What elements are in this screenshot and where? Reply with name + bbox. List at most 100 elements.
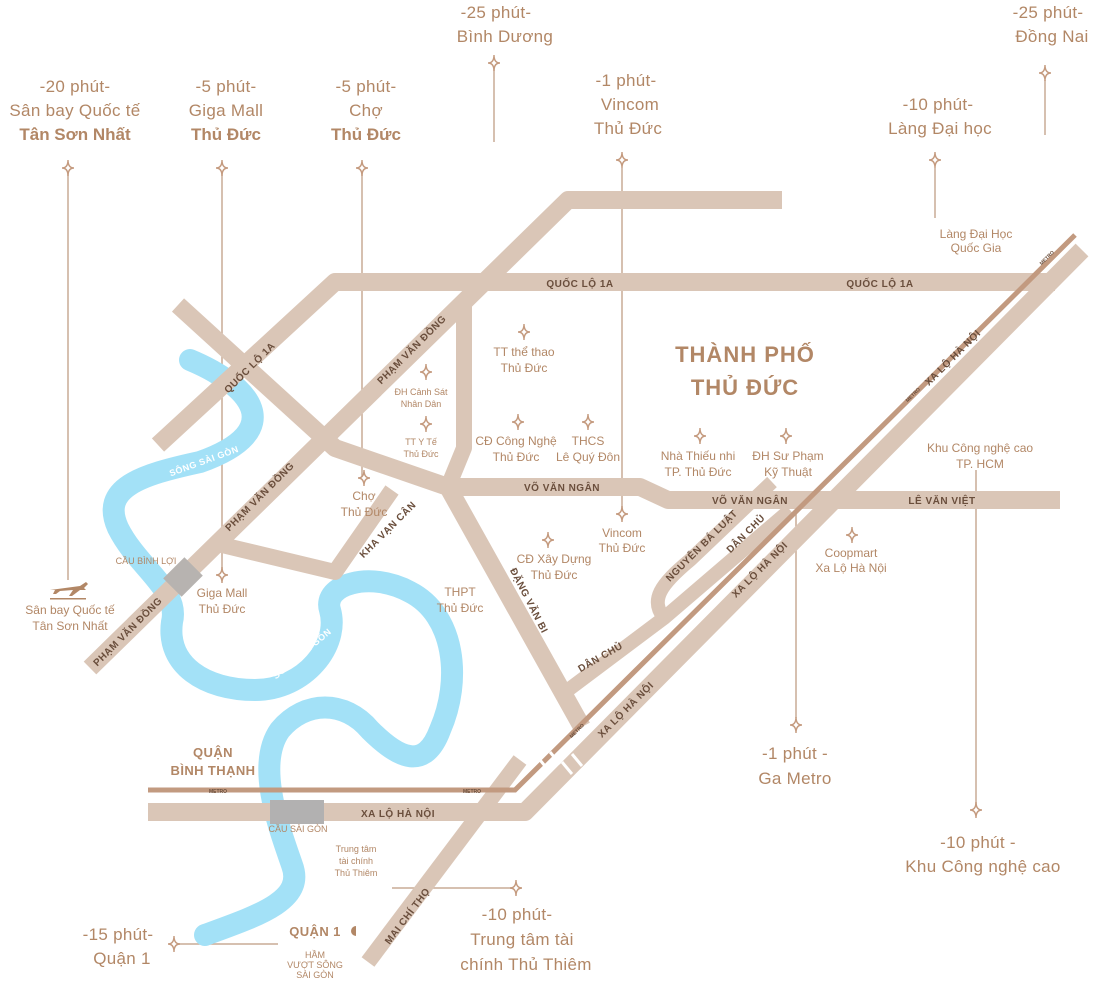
roads [83,191,1089,967]
callout-thu-thiem-2: Trung tâm tài [470,930,573,949]
label-cau-binh-loi: CẦU BÌNH LỢI [116,556,177,566]
callout-khu-cnc-2: Khu Công nghệ cao [905,857,1060,876]
diamond-marker-icon-giga-mall-bottom [215,566,229,584]
diamond-marker-icon-quan-1 [167,935,181,953]
callout-cho-1: -5 phút- [336,77,397,96]
road-kha-van-can-south [220,485,399,580]
callout-ga-metro-1: -1 phút - [762,744,828,763]
diamond-marker-icon-giga-mall-top [215,159,229,177]
label-xlhn-1: XA LỘ HÀ NỘI [361,807,435,820]
diamond-markers [61,54,1052,953]
diamond-marker-icon-cd-cong-nghe [511,413,525,431]
poi-nha-thieu-nhi-2: TP. Thủ Đức [665,465,732,479]
diamond-marker-icon-dong-nai [1038,64,1052,82]
diamond-marker-icon-cd-xay-dung [541,531,555,549]
poi-tt-y-te-1: TT Y Tế [405,437,437,447]
diamond-marker-icon-vincom-bottom [615,505,629,523]
poi-tt-the-thao-2: Thủ Đức [501,361,548,375]
bridges [163,557,324,824]
label-le-van-viet: LÊ VĂN VIỆT [908,494,975,507]
cau-sai-gon-bridge [270,800,324,824]
callout-giga-mall-1: -5 phút- [196,77,257,96]
points-of-interest: TT thể thao Thủ Đức ĐH Cảnh Sát Nhân Dân… [25,227,1033,878]
poi-coopmart-2: Xa Lộ Hà Nội [815,561,886,575]
label-xlhn-2: XA LỘ HÀ NỘI [595,679,656,740]
callout-binh-duong-1: -25 phút- [461,3,532,22]
poi-cd-cong-nghe-2: Thủ Đức [493,450,540,464]
label-quan-binh-thanh-2: BÌNH THẠNH [171,763,256,778]
callout-lang-dh-2: Làng Đại học [888,119,992,138]
callout-dong-nai-2: Đồng Nai [1015,27,1088,46]
callout-san-bay-3: Tân Sơn Nhất [19,125,131,144]
poi-san-bay-2: Tân Sơn Nhất [32,619,108,633]
road-xa-lo-ha-noi-branch [361,755,527,967]
diamond-marker-icon-thu-thiem [509,879,523,897]
poi-thpt-2: Thủ Đức [437,601,484,615]
poi-tt-y-te-2: Thủ Đức [403,449,439,459]
poi-giga-mall-1: Giga Mall [197,586,248,600]
road-nguyen-ba-luat [650,476,777,623]
callout-quan-1-2: Quận 1 [93,949,151,968]
diamond-marker-icon-dh-canh-sat [419,363,433,381]
callout-san-bay-2: Sân bay Quốc tế [9,101,140,120]
quan-1-marker-icon [351,926,356,936]
airplane-icon [50,582,88,600]
poi-tt-the-thao-1: TT thể thao [493,345,554,359]
poi-cd-xay-dung-1: CĐ Xây Dựng [517,552,592,566]
callouts: -20 phút- Sân bay Quốc tế Tân Sơn Nhất -… [9,3,1088,974]
poi-tt-tai-chinh-3: Thủ Thiêm [335,868,378,878]
callout-binh-duong-2: Bình Dương [457,27,553,46]
label-pvd-2: PHẠM VĂN ĐỒNG [222,459,297,534]
poi-lang-dh-1: Làng Đại Học [940,227,1013,241]
cau-binh-loi-bridge [163,557,203,597]
district-title: THÀNH PHỐ THỦ ĐỨC [675,341,815,400]
label-metro-1: METRO [209,789,227,795]
diamond-marker-icon-nha-thieu-nhi [693,427,707,445]
road-ql1a [151,273,1055,452]
diamond-marker-icon-tt-y-te [419,415,433,433]
poi-dh-canh-sat-2: Nhân Dân [401,399,442,409]
label-ham-1: HẦM [305,950,325,960]
callout-giga-mall-2: Giga Mall [189,101,264,120]
poi-thpt-1: THPT [444,585,476,599]
poi-khu-cnc-1: Khu Công nghệ cao [927,441,1033,455]
label-pvd-1: PHẠM VĂN ĐỒNG [374,312,449,387]
poi-khu-cnc-2: TP. HCM [956,457,1004,471]
label-vo-van-ngan-2: VÕ VĂN NGÂN [712,494,788,507]
poi-cho-1: Chợ [352,489,375,503]
callout-thu-thiem-3: chính Thủ Thiêm [460,955,591,974]
diamond-marker-icon-ga-metro [789,716,803,734]
leader-lines [67,68,1046,945]
callout-quan-1-1: -15 phút- [83,925,154,944]
poi-coopmart-1: Coopmart [825,546,878,560]
label-metro-2: METRO [463,789,481,795]
label-vo-van-ngan-1: VÕ VĂN NGÂN [524,481,600,494]
callout-dong-nai-1: -25 phút- [1013,3,1084,22]
label-quan-binh-thanh-1: QUẬN [193,745,233,760]
poi-giga-mall-2: Thủ Đức [199,602,246,616]
callout-thu-thiem-1: -10 phút- [482,905,553,924]
poi-tt-tai-chinh-2: tài chính [339,856,373,866]
callout-vincom-2: Vincom [601,95,659,114]
callout-san-bay-1: -20 phút- [40,77,111,96]
label-ham-2: VƯỢT SÔNG [287,960,343,970]
callout-vincom-3: Thủ Đức [594,119,662,138]
road-pham-van-dong [83,191,782,675]
poi-san-bay-1: Sân bay Quốc tế [25,603,115,617]
callout-lang-dh-1: -10 phút- [903,95,974,114]
poi-lang-dh-2: Quốc Gia [951,241,1002,255]
diamond-marker-icon-coopmart [845,526,859,544]
callout-vincom-1: -1 phút- [596,71,657,90]
poi-thcs-1: THCS [572,434,605,448]
diamond-marker-icon-tt-the-thao [517,323,531,341]
poi-cd-cong-nghe-1: CĐ Công Nghệ [475,434,557,448]
diamond-marker-icon-khu-cnc [969,801,983,819]
district-line-2: THỦ ĐỨC [691,375,799,400]
poi-dh-su-pham-1: ĐH Sư Phạm [752,449,823,463]
diamond-marker-icon-thcs [581,413,595,431]
label-ql1a-left: QUỐC LỘ 1A [546,276,613,290]
district-line-1: THÀNH PHỐ [675,341,815,367]
callout-giga-mall-3: Thủ Đức [191,125,261,144]
label-ql1a-right: QUỐC LỘ 1A [846,276,913,290]
